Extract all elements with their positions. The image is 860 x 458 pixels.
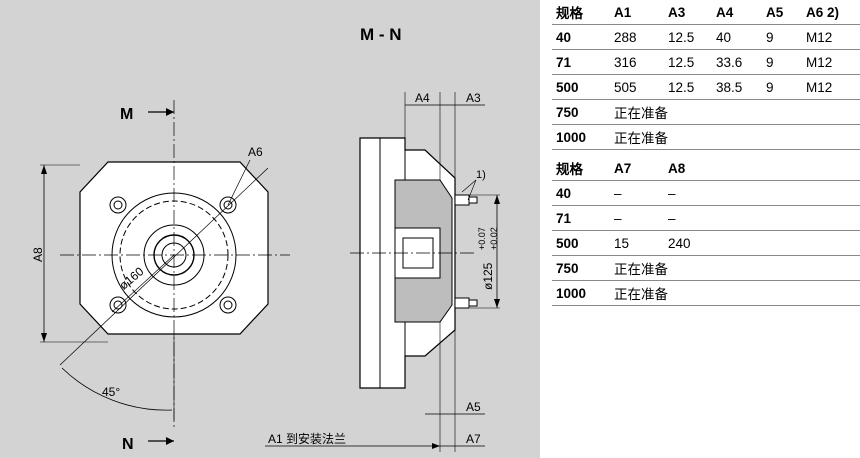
table-header: A3 (664, 0, 712, 25)
table-cell: 38.5 (712, 74, 762, 100)
table-cell: M12 (802, 24, 860, 50)
table-cell: M12 (802, 49, 860, 75)
table-row: 750 正在准备 (552, 99, 860, 125)
table-header-row: 规格 A7 A8 (552, 156, 860, 181)
spec-table-2: 规格 A7 A8 40 – – 71 – – 500 15 240 750 (552, 156, 860, 306)
table-row: 500 15 240 (552, 230, 860, 256)
label-angle: 45° (102, 385, 120, 399)
table-cell: 15 (610, 230, 664, 256)
label-a5: A5 (466, 400, 481, 414)
label-a8: A8 (31, 247, 45, 262)
table-cell: 500 (552, 74, 610, 100)
table-header: A5 (762, 0, 802, 25)
table-header: A8 (664, 156, 860, 181)
flange-outline (79, 161, 269, 335)
table-cell: 505 (610, 74, 664, 100)
table-cell: 750 (552, 99, 610, 125)
table-cell: 正在准备 (610, 99, 860, 125)
table-cell: 正在准备 (610, 280, 860, 306)
table-cell: 9 (762, 74, 802, 100)
table-cell: M12 (802, 74, 860, 100)
technical-drawing: M - N M N A8 A6 ø160 45° A4 A3 1) ø125 +… (0, 0, 540, 458)
table-header: A6 2) (802, 0, 860, 25)
table-row: 1000 正在准备 (552, 124, 860, 150)
table-header-row: 规格 A1 A3 A4 A5 A6 2) (552, 0, 860, 25)
spec-tables: 规格 A1 A3 A4 A5 A6 2) 40 288 12.5 40 9 M1… (552, 0, 860, 306)
label-dia125: ø125 (481, 262, 495, 290)
table-row: 750 正在准备 (552, 255, 860, 281)
table-cell: 9 (762, 49, 802, 75)
table-cell: 240 (664, 230, 860, 256)
label-tol-minus: +0.02 (489, 227, 499, 250)
table-cell: 1000 (552, 280, 610, 306)
table-cell: 12.5 (664, 24, 712, 50)
table-cell: 正在准备 (610, 124, 860, 150)
table-cell: 750 (552, 255, 610, 281)
table-row: 500 505 12.5 38.5 9 M12 (552, 74, 860, 100)
table-cell: 71 (552, 49, 610, 75)
table-cell: 12.5 (664, 74, 712, 100)
table-row: 1000 正在准备 (552, 280, 860, 306)
table-row: 40 288 12.5 40 9 M12 (552, 24, 860, 50)
label-note: 1) (476, 169, 486, 181)
table-cell: 40 (552, 24, 610, 50)
table-cell: 12.5 (664, 49, 712, 75)
table-cell: 33.6 (712, 49, 762, 75)
bolt-holes (109, 196, 237, 314)
table-cell: 正在准备 (610, 255, 860, 281)
table-header: 规格 (552, 156, 610, 181)
table-cell: – (610, 180, 664, 206)
table-header: A1 (610, 0, 664, 25)
label-a6: A6 (248, 145, 263, 159)
table-cell: 1000 (552, 124, 610, 150)
label-a4: A4 (415, 91, 430, 105)
table-header: A7 (610, 156, 664, 181)
table-cell: – (610, 205, 664, 231)
table-cell: 40 (712, 24, 762, 50)
table-cell: – (664, 180, 860, 206)
table-cell: 9 (762, 24, 802, 50)
label-tol-plus: +0.07 (477, 227, 487, 250)
label-a3: A3 (466, 91, 481, 105)
table-cell: 316 (610, 49, 664, 75)
table-row: 40 – – (552, 180, 860, 206)
table-cell: 40 (552, 180, 610, 206)
section-label: M - N (360, 25, 402, 44)
label-a1: A1 到安装法兰 (268, 431, 346, 446)
cut-label-top: M (120, 106, 133, 123)
table-cell: 288 (610, 24, 664, 50)
table-cell: 71 (552, 205, 610, 231)
table-cell: 500 (552, 230, 610, 256)
table-header: 规格 (552, 0, 610, 25)
table-row: 71 – – (552, 205, 860, 231)
table-header: A4 (712, 0, 762, 25)
spec-table-1: 规格 A1 A3 A4 A5 A6 2) 40 288 12.5 40 9 M1… (552, 0, 860, 150)
cut-label-bottom: N (122, 436, 134, 453)
label-a7: A7 (466, 432, 481, 446)
drawing-svg: M - N M N A8 A6 ø160 45° A4 A3 1) ø125 +… (31, 25, 500, 453)
table-cell: – (664, 205, 860, 231)
table-row: 71 316 12.5 33.6 9 M12 (552, 49, 860, 75)
